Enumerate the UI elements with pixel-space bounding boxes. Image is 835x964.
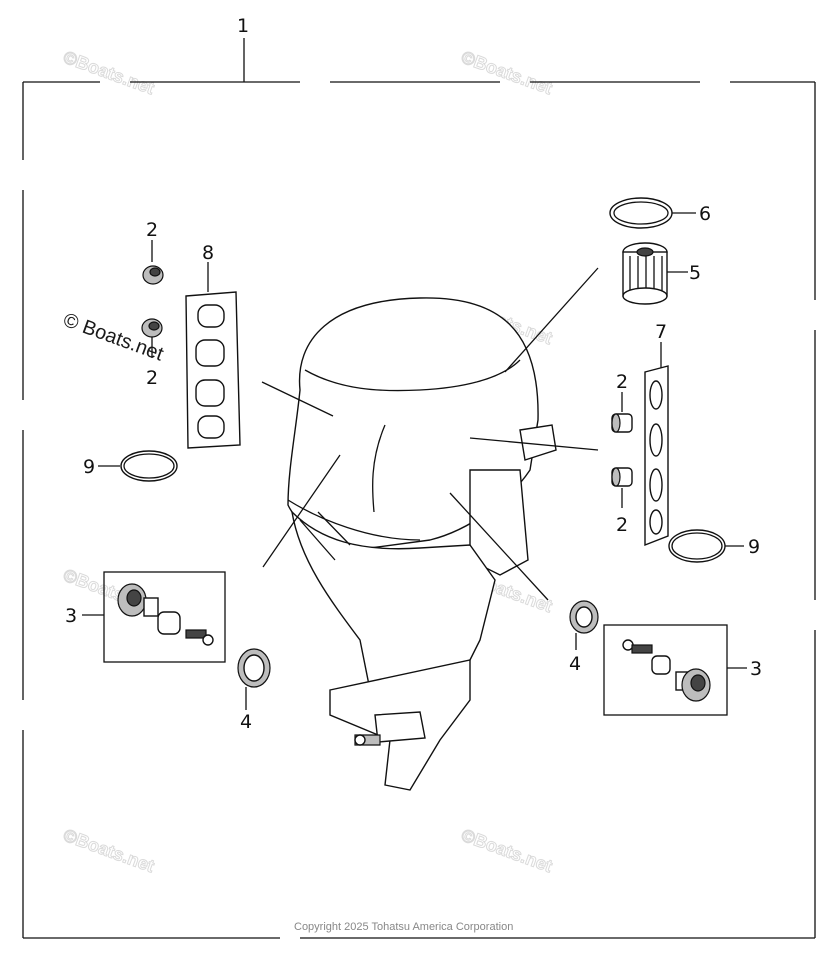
leader-lines — [261, 267, 599, 601]
copyright-text: Copyright 2025 Tohatsu America Corporati… — [294, 921, 513, 933]
callout-labels: 1 2 2 8 9 3 4 6 5 7 2 2 9 4 3 — [65, 15, 762, 733]
outboard-motor-illustration — [287, 297, 557, 791]
part-4-washer-left — [237, 648, 271, 710]
callout-4: 4 — [569, 653, 581, 675]
callout-9: 9 — [83, 456, 95, 478]
part-3-drain-plug-kit-left — [82, 571, 226, 663]
part-9-o-ring-left — [98, 450, 178, 482]
watermark-text: ©Boats.net — [61, 47, 157, 98]
callout-2: 2 — [616, 371, 628, 393]
part-2-cap-top — [142, 240, 164, 285]
callout-8: 8 — [202, 242, 214, 264]
part-8-gasket — [185, 262, 241, 449]
callout-2: 2 — [146, 367, 158, 389]
part-2-cap-right-top — [611, 392, 633, 433]
part-5-filter — [622, 242, 688, 305]
part-3-drain-plug-kit-right — [603, 624, 747, 716]
watermark-text: ©Boats.net — [459, 825, 555, 876]
callout-2: 2 — [616, 514, 628, 536]
callout-1: 1 — [237, 15, 249, 37]
part-6-o-ring — [609, 197, 696, 229]
callout-4: 4 — [240, 711, 252, 733]
callout-7: 7 — [655, 321, 667, 343]
watermark-text: ©Boats.net — [61, 825, 157, 876]
kit-frame — [22, 38, 816, 939]
part-2-cap-mid — [141, 318, 163, 358]
callout-9: 9 — [748, 536, 760, 558]
callout-3: 3 — [750, 658, 762, 680]
callout-6: 6 — [699, 203, 711, 225]
callout-3: 3 — [65, 605, 77, 627]
part-9-o-ring-right — [668, 529, 744, 563]
callout-2: 2 — [146, 219, 158, 241]
part-7-gasket — [644, 342, 669, 547]
part-2-cap-right-bot — [611, 467, 633, 508]
callout-5: 5 — [689, 262, 701, 284]
part-4-washer-right — [569, 600, 599, 650]
watermark-text: ©Boats.net — [459, 47, 555, 98]
